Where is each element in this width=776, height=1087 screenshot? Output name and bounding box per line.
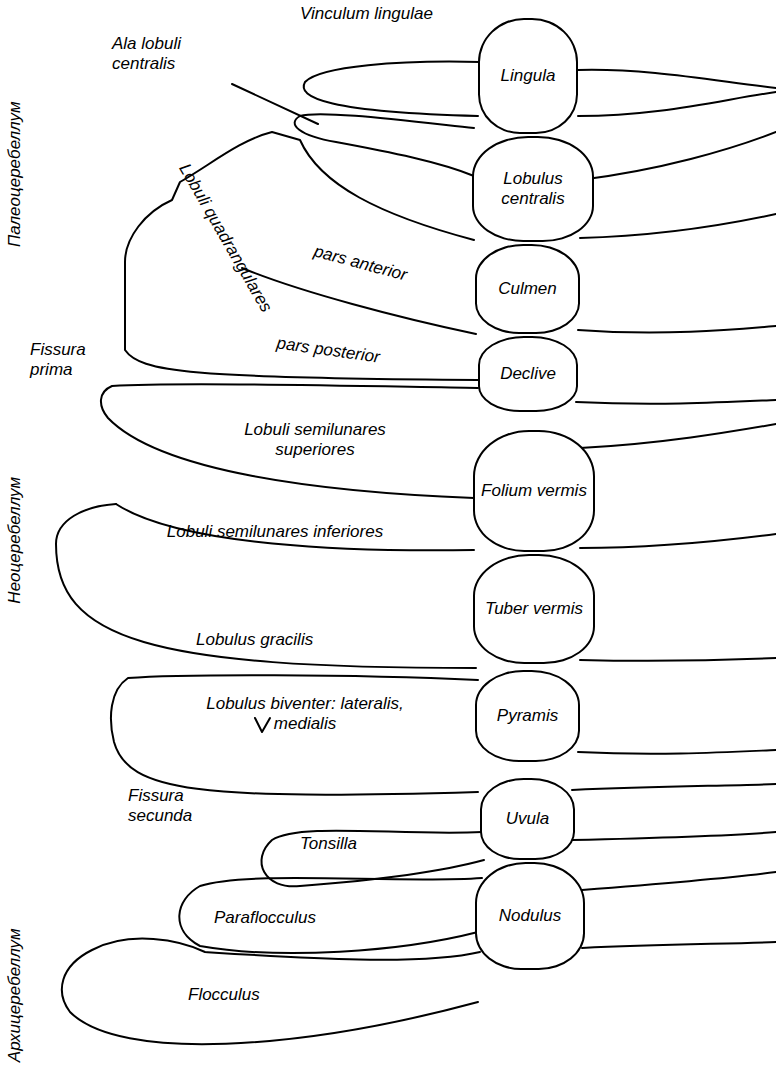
segment-name: Culmen (494, 279, 561, 299)
segment-name: Lobulus centralis (474, 169, 592, 210)
part-label: Fissura secunda (128, 786, 218, 827)
right-line (580, 534, 776, 548)
region-label: Неоцеребеллум (5, 410, 25, 670)
biventer-notch (255, 718, 270, 732)
leader-line (232, 84, 318, 124)
vermis-segment: Nodulus (475, 862, 585, 970)
vermis-segment: Culmen (475, 244, 580, 334)
vermis-segment: Uvula (480, 778, 575, 860)
segment-name: Tuber vermis (481, 599, 587, 619)
right-line (572, 832, 776, 840)
segment-name: Nodulus (495, 906, 565, 926)
vermis-segment: Pyramis (475, 670, 580, 762)
part-label: Lobuli semilunares inferiores (165, 522, 385, 542)
right-line (580, 214, 776, 238)
vinculum-outline (304, 62, 480, 116)
right-line (578, 326, 776, 333)
segment-name: Folium vermis (477, 481, 591, 501)
region-label: Архицеребеллум (5, 865, 25, 1087)
segment-name: Uvula (502, 809, 553, 829)
part-label: Fissura prima (30, 340, 110, 381)
pars-divider (242, 268, 476, 334)
region-label: Палеоцеребеллум (5, 44, 25, 304)
part-label: Lobulus biventer: lateralis, medialis (200, 694, 410, 735)
paraflocculus-outline (179, 878, 482, 953)
right-line (582, 872, 776, 890)
segment-name: Pyramis (493, 706, 562, 726)
ala-outline (295, 114, 474, 176)
part-label: Lobulus gracilis (196, 630, 356, 650)
vermis-segment: Folium vermis (473, 430, 595, 552)
right-line (578, 750, 776, 754)
vermis-segment: Declive (478, 336, 578, 412)
quadrangular-outline (125, 132, 478, 380)
vermis-segment: Lingula (478, 18, 578, 134)
right-line (582, 942, 776, 948)
right-line (578, 70, 776, 88)
right-line (580, 658, 776, 661)
right-line (580, 132, 776, 180)
semilunar-superior-outline (101, 384, 478, 498)
right-line (572, 784, 776, 790)
right-line (580, 424, 776, 448)
part-label: Lobuli quadrangulares (164, 142, 287, 334)
part-label: Paraflocculus (214, 908, 354, 928)
right-line (578, 92, 776, 116)
biventer-outline (111, 675, 478, 794)
part-label: Lobuli semilunares superiores (205, 420, 425, 461)
vermis-segment: Lobulus centralis (472, 136, 594, 242)
semilunar-inferior-outline (56, 504, 476, 668)
right-line (576, 400, 776, 404)
segment-name: Declive (496, 364, 560, 384)
part-label: Flocculus (188, 985, 308, 1005)
vermis-segment: Tuber vermis (473, 554, 595, 664)
part-label: Tonsilla (300, 834, 400, 854)
flocculus-outline (62, 939, 480, 1045)
part-label: Ala lobuli centralis (112, 34, 232, 75)
segment-name: Lingula (497, 66, 560, 86)
part-label: pars posterior (275, 333, 416, 373)
part-label: pars anterior (312, 242, 443, 295)
part-label: Vinculum lingulae (300, 4, 500, 24)
semilunar-divider (116, 504, 474, 550)
